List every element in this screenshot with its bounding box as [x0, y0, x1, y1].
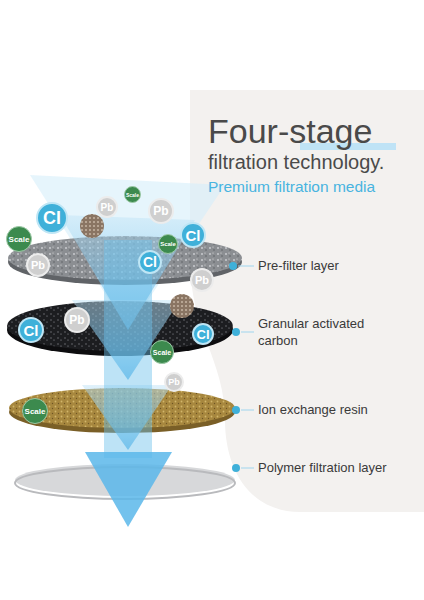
leader-dot	[232, 328, 240, 336]
stage-label: Polymer filtration layer	[258, 460, 418, 477]
contaminant-icon: Cl	[192, 323, 214, 345]
arrow-head	[85, 452, 172, 527]
leader-dot	[232, 406, 240, 414]
panel	[190, 90, 424, 512]
contaminant-icon: Scale	[158, 234, 178, 254]
contaminant-icon: Cl	[138, 250, 162, 274]
contaminant-icon: Cl	[180, 222, 206, 248]
contaminant-icon: Cl	[18, 317, 44, 343]
contaminant-icon: Pb	[164, 372, 184, 392]
contaminant-icon: Pb	[148, 198, 174, 224]
leader-line	[241, 468, 254, 469]
contaminant-icon: Scale	[6, 226, 32, 252]
contaminant-icon: Pb	[190, 268, 214, 292]
contaminant-icon: Cl	[36, 202, 68, 234]
leader-line	[241, 332, 254, 333]
leader-dot	[232, 464, 240, 472]
leader-dot	[229, 262, 237, 270]
contaminant-icon: Scale	[124, 186, 141, 203]
contaminant-icon: Pb	[26, 253, 50, 277]
leader-line	[238, 266, 254, 267]
stage-label: Pre-filter layer	[258, 258, 408, 275]
heading: Four-stage filtration technology.	[208, 112, 420, 174]
stage-label: Ion exchange resin	[258, 402, 408, 419]
contaminant-icon: Pb	[64, 307, 90, 333]
contaminant-icon: Scale	[150, 340, 174, 364]
stage-label: Granular activated carbon	[258, 316, 388, 350]
leader-line	[241, 410, 254, 411]
contaminant-icon: Pb	[96, 196, 118, 218]
sediment-particle	[170, 294, 194, 318]
sediment-particle	[80, 214, 104, 238]
contaminant-icon: Scale	[22, 398, 48, 424]
subtitle: Premium filtration media	[208, 178, 420, 196]
